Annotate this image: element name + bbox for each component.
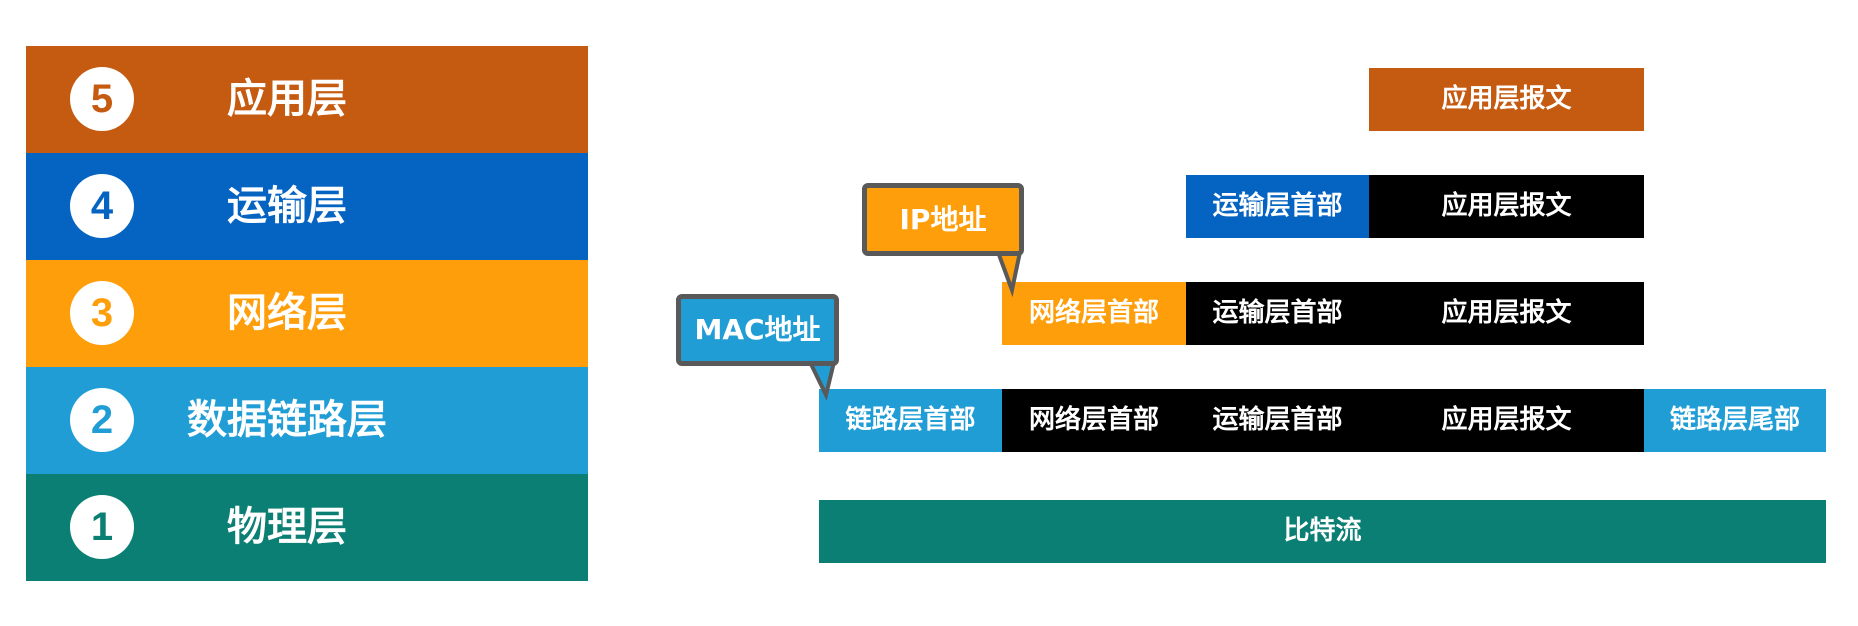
link-trailer-block: 链路层尾部 [1644,389,1826,452]
layer-label: 物理层 [227,504,347,550]
link-header-block: 链路层首部 [819,389,1002,452]
app-message-block: 应用层报文 [1369,389,1644,452]
layer-physical: 1 物理层 [26,474,588,581]
layer-number: 1 [70,495,134,559]
layer-datalink: 2 数据链路层 [26,367,588,474]
layer-number: 4 [70,174,134,238]
layer-label: 应用层 [227,76,347,122]
layer-network: 3 网络层 [26,260,588,367]
layer-application: 5 应用层 [26,46,588,153]
layer-number: 5 [70,67,134,131]
transport-header-block: 运输层首部 [1186,282,1369,345]
bitstream-block: 比特流 [819,500,1826,563]
ip-address-callout: IP地址 [862,183,1024,256]
app-message-block: 应用层报文 [1369,68,1644,131]
layer-number: 3 [70,281,134,345]
layer-number: 2 [70,388,134,452]
transport-header-block: 运输层首部 [1186,175,1369,238]
layer-label: 运输层 [227,183,347,229]
network-header-block: 网络层首部 [1002,389,1186,452]
layer-label: 数据链路层 [187,397,387,443]
mac-callout-tail [806,360,837,401]
transport-header-block: 运输层首部 [1186,389,1369,452]
network-header-block: 网络层首部 [1002,282,1186,345]
layer-label: 网络层 [227,290,347,336]
app-message-block: 应用层报文 [1369,175,1644,238]
layer-transport: 4 运输层 [26,153,588,260]
mac-address-callout: MAC地址 [676,294,839,366]
app-message-block: 应用层报文 [1369,282,1644,345]
ip-callout-tail [995,250,1023,298]
